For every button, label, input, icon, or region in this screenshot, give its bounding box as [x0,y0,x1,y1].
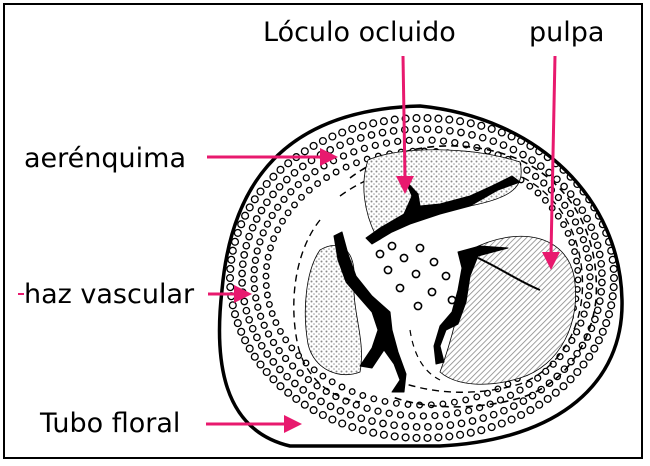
label-aerenquima: aerénquima [24,143,186,174]
label-loculo-ocluido: Lóculo ocluido [263,17,456,48]
label-haz-vascular: haz vascular [24,279,195,310]
label-tubo-floral: Tubo floral [39,408,180,439]
arrow-loculo [403,56,405,178]
pulp-left [305,245,361,374]
label-pulpa: pulpa [529,17,604,48]
